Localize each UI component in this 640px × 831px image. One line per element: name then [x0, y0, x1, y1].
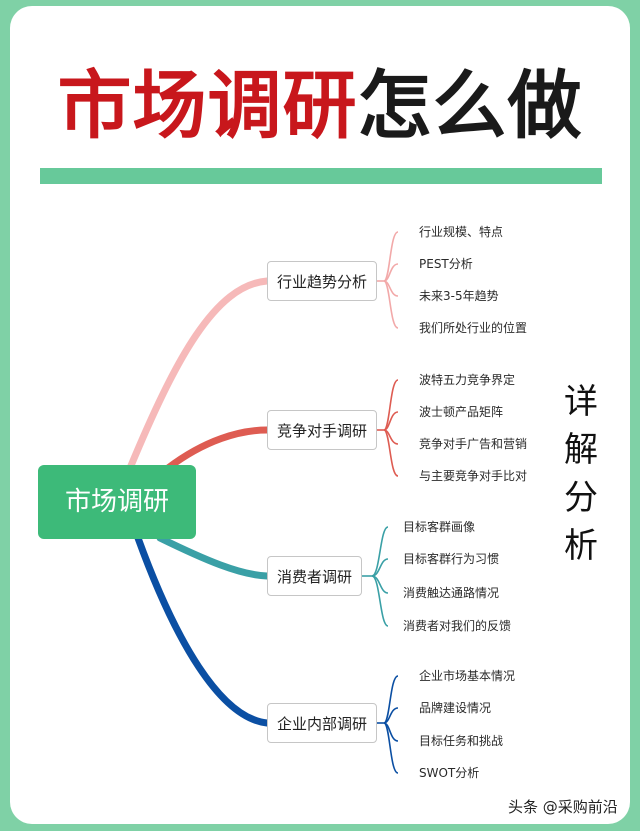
title-part-red: 市场调研	[57, 63, 358, 149]
title-underline	[40, 168, 602, 184]
link-branch-1	[126, 277, 271, 472]
leaf-4-1: 企业市场基本情况	[419, 669, 516, 683]
branch-industry-trend: 行业趋势分析	[267, 261, 377, 301]
leaf-links-branch-1	[377, 231, 399, 329]
leaf-4-2: 品牌建设情况	[419, 701, 492, 715]
leaf-3-2: 目标客群行为习惯	[403, 552, 500, 566]
page-title: 市场调研怎么做	[0, 56, 640, 156]
leaf-3-4: 消费者对我们的反馈	[403, 619, 512, 633]
mindmap-root: 市场调研	[38, 465, 196, 539]
title-part-black: 怎么做	[357, 63, 583, 149]
link-branch-3	[156, 534, 271, 580]
leaf-3-1: 目标客群画像	[403, 520, 476, 534]
leaf-2-4: 与主要竞争对手比对	[419, 469, 528, 483]
watermark: 头条 @采购前沿	[508, 798, 618, 816]
leaf-2-3: 竞争对手广告和营销	[419, 437, 528, 451]
branch-consumer-research: 消费者调研	[267, 556, 362, 596]
link-branch-4	[134, 534, 271, 727]
leaf-1-2: PEST分析	[419, 257, 473, 271]
leaf-links-branch-2	[377, 379, 399, 477]
side-char-2: 解	[564, 430, 598, 470]
leaf-1-1: 行业规模、特点	[419, 225, 504, 239]
link-branch-2	[164, 426, 271, 472]
leaf-2-2: 波士顿产品矩阵	[419, 405, 504, 419]
side-char-1: 详	[564, 382, 598, 422]
leaf-1-4: 我们所处行业的位置	[419, 321, 528, 335]
side-char-4: 析	[564, 526, 598, 566]
branch-competitor-research: 竞争对手调研	[267, 410, 377, 450]
side-char-3: 分	[564, 478, 598, 518]
branch-internal-research: 企业内部调研	[267, 703, 377, 743]
leaf-links-branch-3	[362, 526, 389, 627]
leaf-1-3: 未来3-5年趋势	[419, 289, 499, 303]
leaf-4-3: 目标任务和挑战	[419, 734, 504, 748]
leaf-links-branch-4	[377, 675, 399, 774]
leaf-3-3: 消费触达通路情况	[403, 586, 500, 600]
leaf-4-4: SWOT分析	[419, 766, 480, 780]
side-caption: 详 解 分 析	[556, 378, 606, 570]
leaf-2-1: 波特五力竞争界定	[419, 373, 516, 387]
